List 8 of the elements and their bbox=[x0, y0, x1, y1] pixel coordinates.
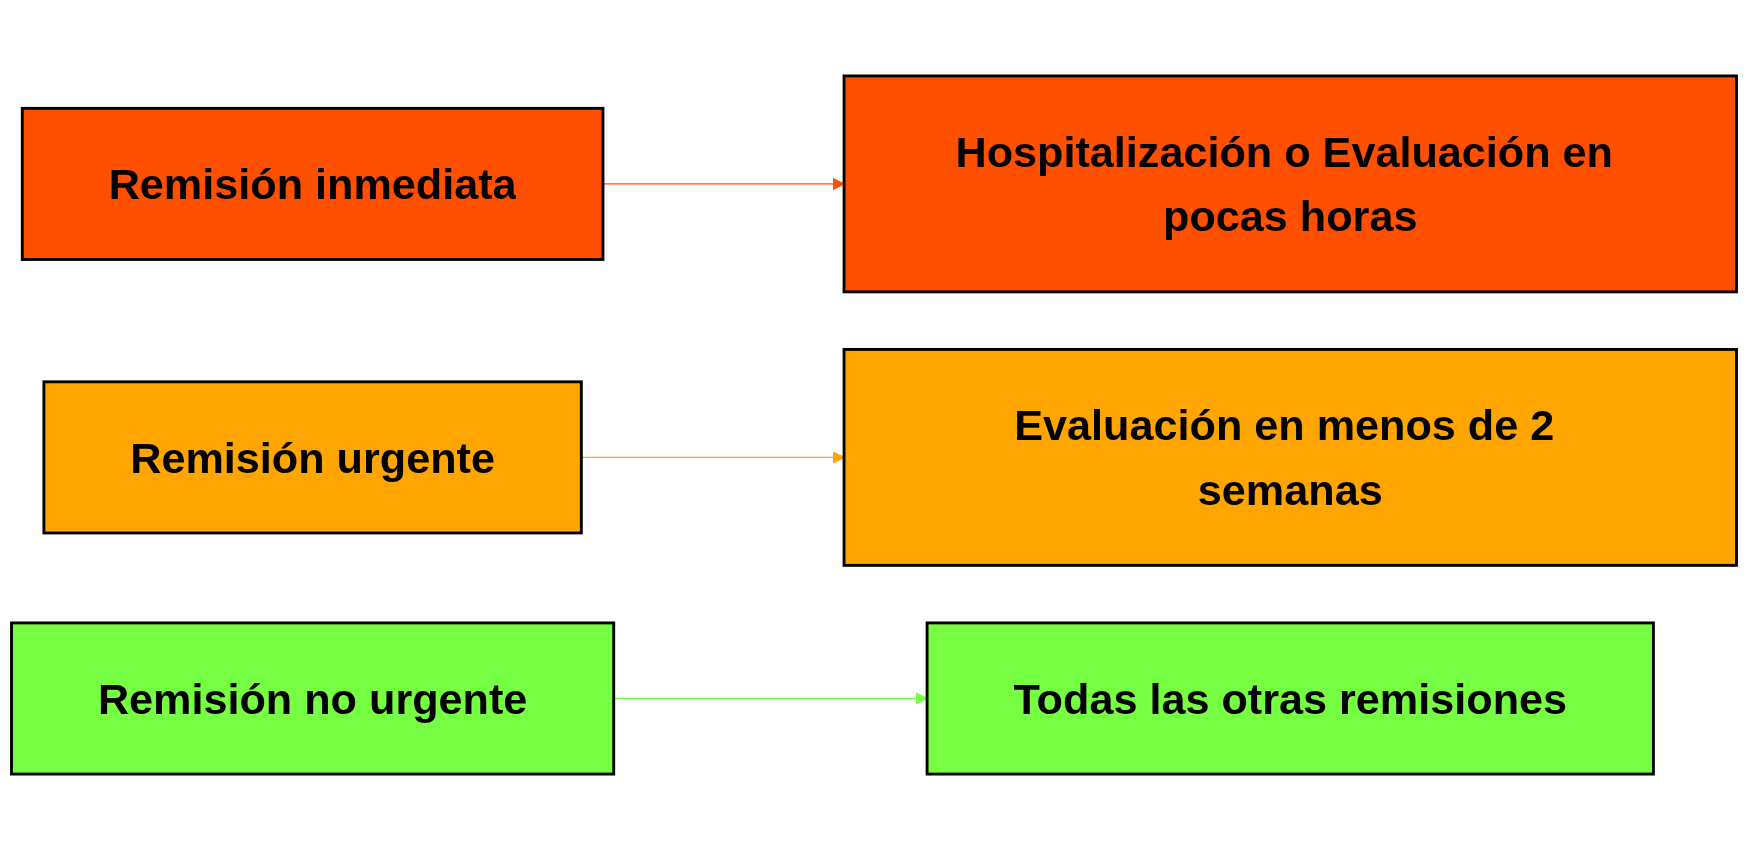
arrow bbox=[613, 692, 928, 705]
node-box: Remisión urgente bbox=[42, 380, 583, 535]
node-box: Evaluación en menos de 2 semanas bbox=[842, 348, 1738, 567]
node-box: Remisión inmediata bbox=[20, 106, 605, 261]
node-box: Remisión no urgente bbox=[10, 621, 616, 776]
node-box: Todas las otras remisiones bbox=[925, 621, 1655, 776]
node-box: Hospitalización o Evaluación en pocas horas bbox=[842, 74, 1738, 294]
arrow bbox=[602, 177, 845, 191]
